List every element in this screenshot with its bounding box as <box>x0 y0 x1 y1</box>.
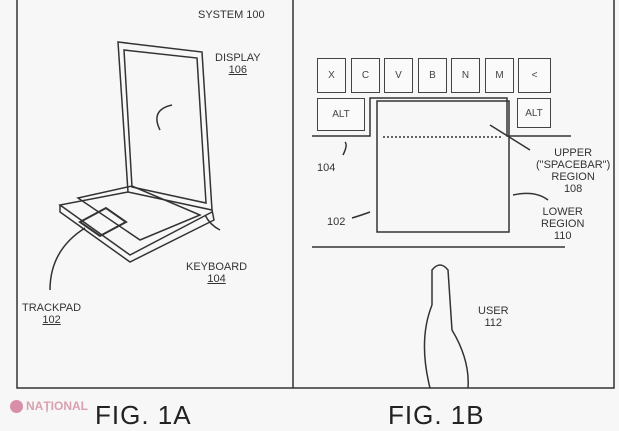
upper-text: UPPER <box>554 147 593 159</box>
lower-region-text: REGION <box>541 218 585 230</box>
key-b: B <box>418 58 447 93</box>
display-number: 106 <box>228 64 247 76</box>
patent-drawing <box>16 0 615 389</box>
system-text: SYSTEM <box>198 9 244 21</box>
key-c: C <box>351 58 380 93</box>
fig-1a-caption: FIG. 1A <box>95 400 192 430</box>
spacebar-text: ("SPACEBAR") <box>536 159 611 171</box>
upper-region-text: REGION <box>551 171 595 183</box>
ref-102: 102 <box>327 216 346 228</box>
trackpad-text: TRACKPAD <box>22 302 82 314</box>
keyboard-number: 104 <box>207 273 226 285</box>
keyboard-trackpad-illustration <box>312 97 571 389</box>
user-text: USER <box>478 305 509 317</box>
key-v: V <box>384 58 413 93</box>
lower-number: 110 <box>553 230 572 242</box>
key-m: M <box>485 58 514 93</box>
display-text: DISPLAY <box>215 52 261 64</box>
laptop-illustration <box>49 41 221 291</box>
upper-number: 108 <box>563 183 583 195</box>
ref-104: 104 <box>317 162 336 174</box>
user-number: 112 <box>484 317 503 329</box>
key-alt-left: ALT <box>317 98 365 131</box>
watermark-logo-icon <box>10 399 23 413</box>
key-alt-right: ALT <box>517 98 551 128</box>
key-n: N <box>451 58 480 93</box>
fig-1b-caption: FIG. 1B <box>388 400 485 430</box>
trackpad-number: 102 <box>42 314 61 326</box>
keyboard-text: KEYBOARD <box>186 261 248 273</box>
key-x: X <box>317 58 346 93</box>
key-less-than: < <box>518 58 551 93</box>
system-number: 100 <box>246 9 265 21</box>
lower-text: LOWER <box>542 206 583 218</box>
watermark-text: NAȚIONAL <box>26 399 88 413</box>
watermark: NAȚIONAL <box>10 399 88 413</box>
trackpad-region <box>376 100 510 233</box>
system-label: SYSTEM 100 <box>198 9 265 21</box>
frame-border <box>16 0 615 389</box>
